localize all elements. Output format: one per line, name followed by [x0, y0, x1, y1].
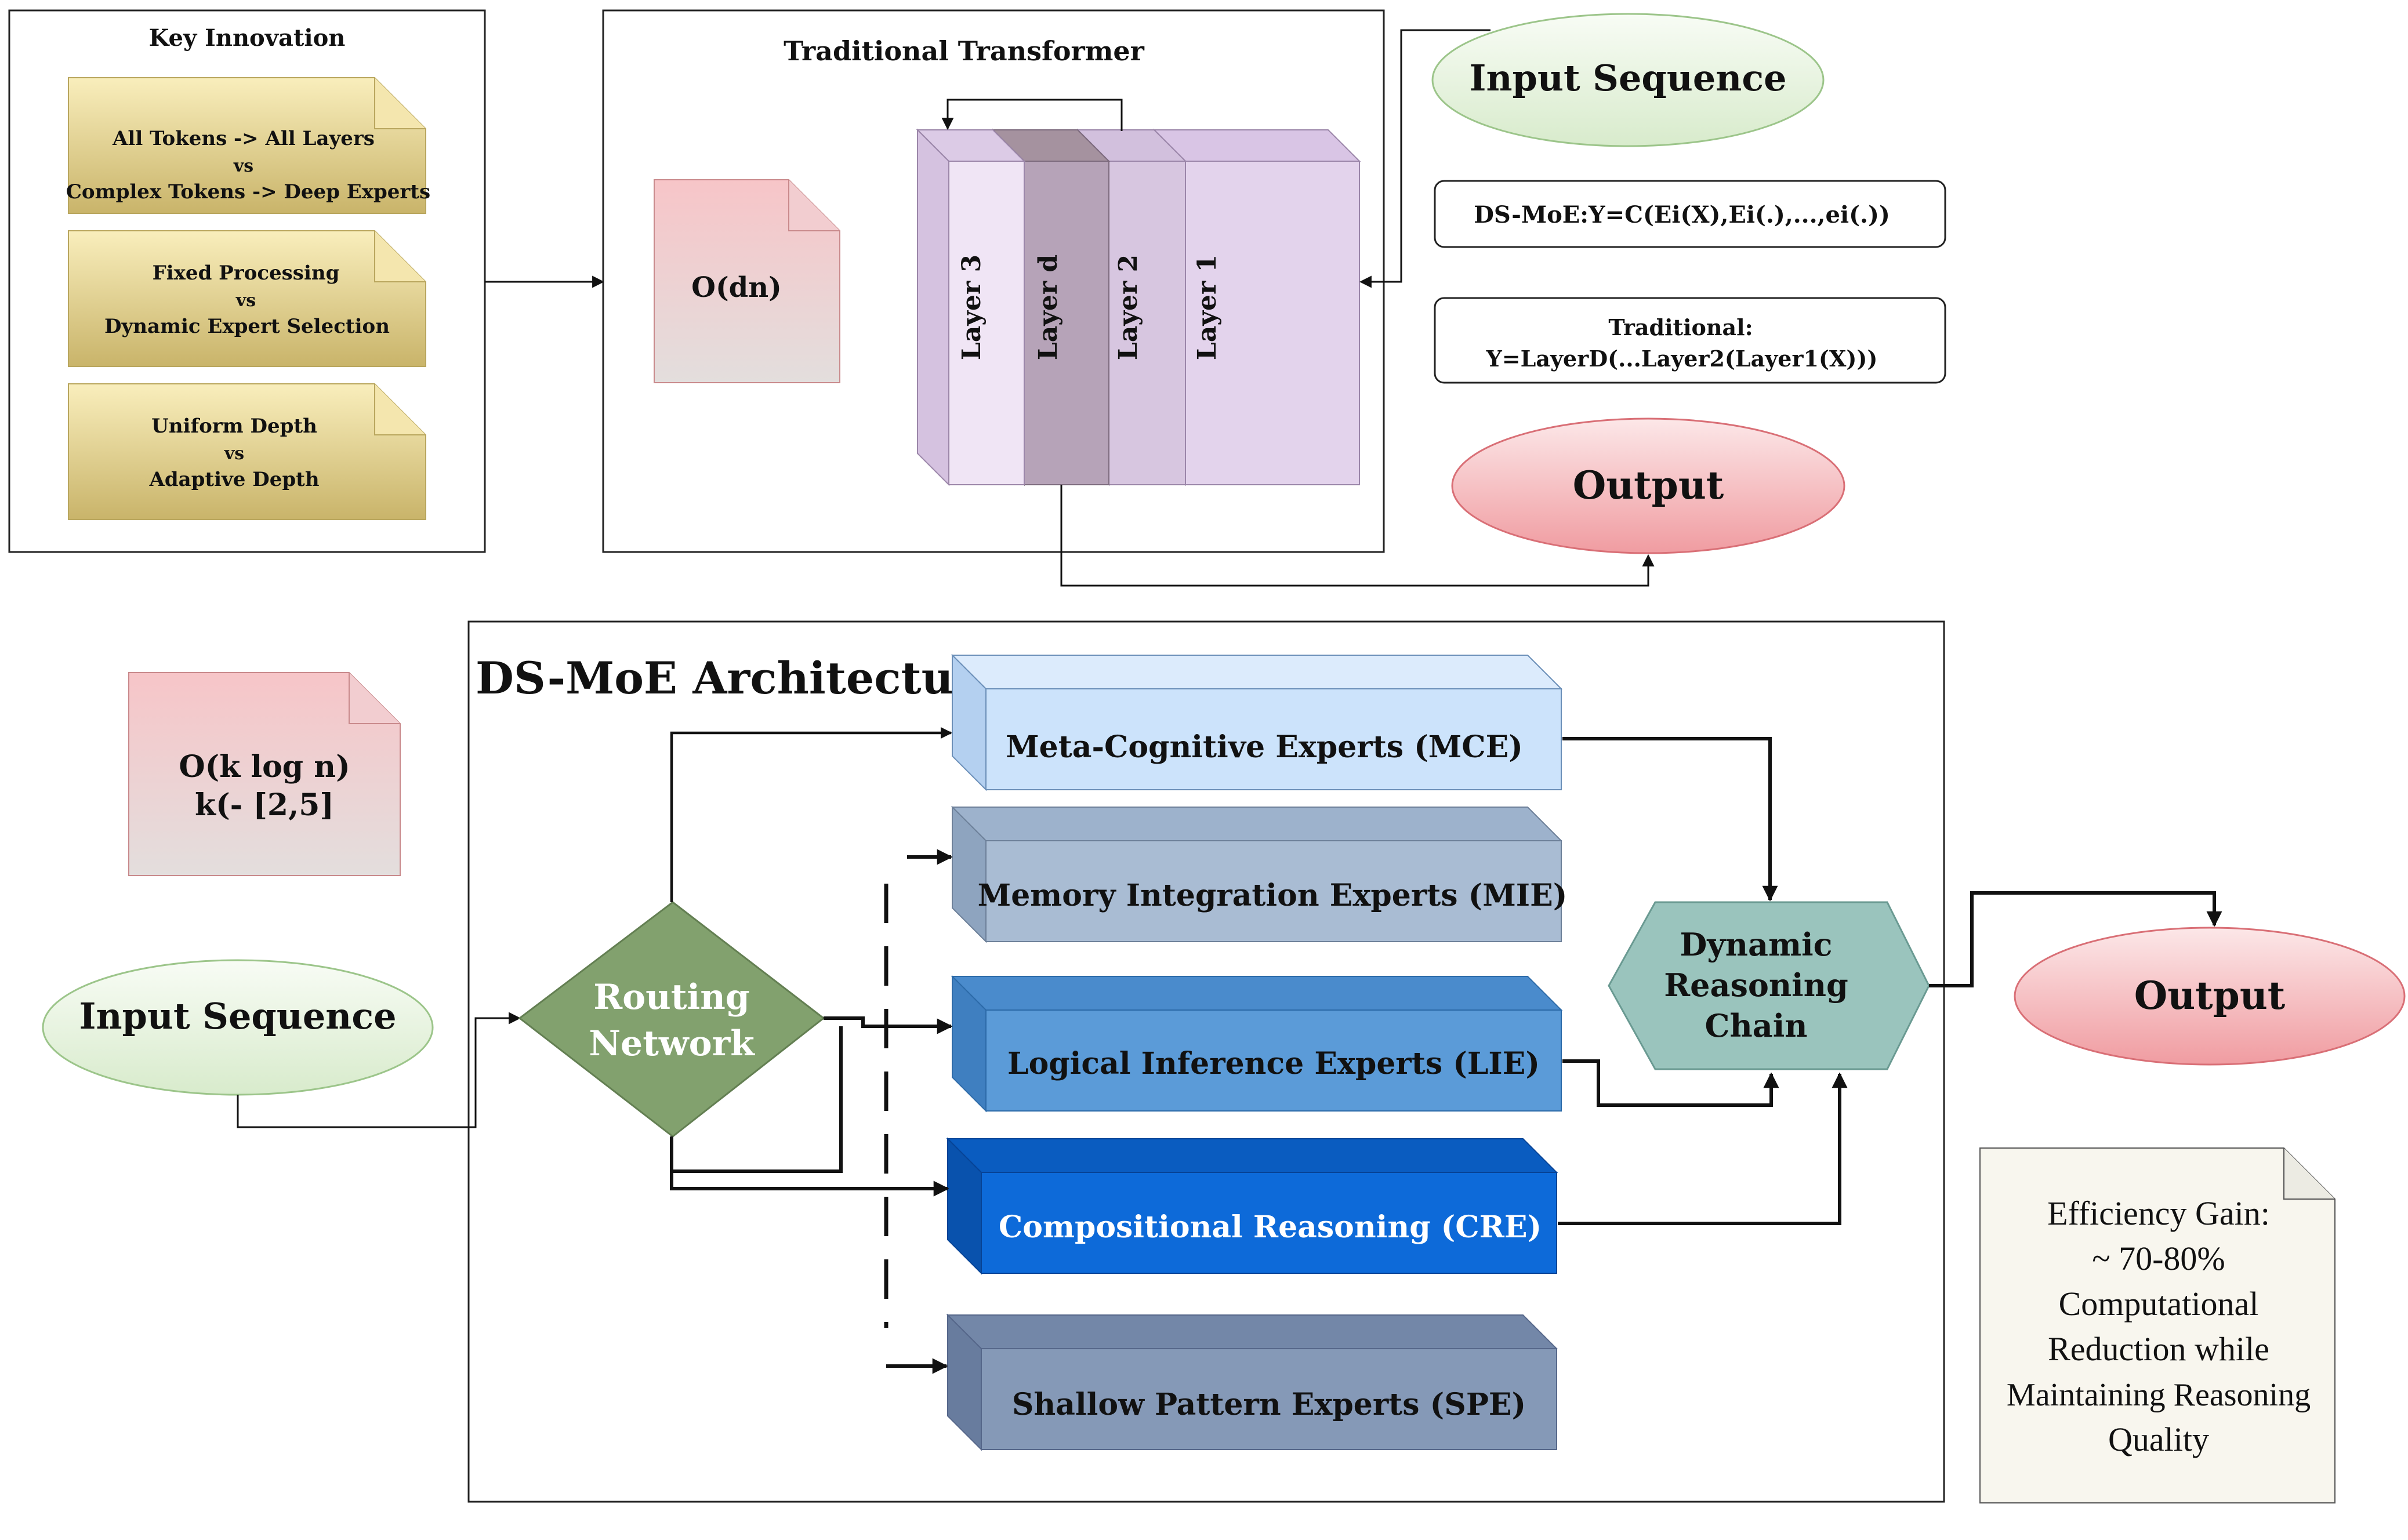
connector-chain-to-output [1929, 891, 2222, 987]
expert-lie-label: Logical Inference Experts (LIE) [1007, 1046, 1540, 1081]
connector-cre-to-chain [1558, 1072, 1848, 1225]
innovation-note-1-line-3: Complex Tokens -> Deep Experts [66, 180, 430, 204]
connector-input-to-layers [1359, 29, 1491, 288]
reasoning-chain-line-3: Chain [1705, 1007, 1807, 1044]
innovation-note-1-line-2: vs [233, 156, 253, 176]
dsmoe-input-sequence-label: Input Sequence [79, 995, 396, 1037]
dsmoe-complexity-line-1: O(k log n) [179, 749, 350, 784]
connector-lie-to-chain [1562, 1059, 1779, 1107]
key-innovation-title: Key Innovation [149, 24, 346, 52]
layer-feedback-arrow [941, 99, 1123, 131]
innovation-note-2-line-1: Fixed Processing [153, 261, 340, 285]
expert-spe: Shallow Pattern Experts (SPE) [946, 1313, 1558, 1451]
reasoning-chain-line-2: Reasoning [1664, 967, 1848, 1004]
efficiency-line-5: Maintaining Reasoning [2007, 1377, 2311, 1413]
efficiency-line-2: ~ 70-80% [2092, 1240, 2225, 1277]
connector-layers-to-output [1060, 485, 1655, 587]
expert-lie: Logical Inference Experts (LIE) [951, 975, 1563, 1113]
dsmoe-complexity-note: O(k log n) k(- [2,5] [128, 672, 401, 876]
traditional-complexity-note: O(dn) [654, 179, 840, 383]
dsmoe-panel [467, 620, 1945, 1503]
expert-mie-label: Memory Integration Experts (MIE) [978, 878, 1568, 913]
routing-network: Routing Network [518, 901, 825, 1138]
innovation-note-1-line-1: All Tokens -> All Layers [112, 127, 375, 150]
layer-d-label: Layer d [1033, 255, 1063, 360]
dsmoe-output: Output [2014, 927, 2406, 1066]
connector-router-to-mce [670, 727, 953, 902]
innovation-note-3-line-3: Adaptive Depth [148, 468, 319, 491]
traditional-complexity-label: O(dn) [691, 271, 782, 304]
top-output: Output [1451, 417, 1845, 554]
expert-cre-label: Compositional Reasoning (CRE) [999, 1210, 1542, 1245]
layer-3-block: Layer 3 [916, 128, 1026, 486]
layer-1-label: Layer 1 [1192, 255, 1222, 360]
innovation-note-2-line-3: Dynamic Expert Selection [104, 315, 390, 338]
innovation-note-3-line-1: Uniform Depth [151, 415, 317, 438]
connector-mce-to-chain [1562, 737, 1778, 902]
efficiency-line-3: Computational [2059, 1285, 2259, 1323]
top-input-sequence: Input Sequence [1431, 13, 1825, 147]
innovation-note-3-line-2: vs [224, 444, 244, 464]
dynamic-reasoning-chain: Dynamic Reasoning Chain [1608, 901, 1930, 1070]
efficiency-line-4: Reduction while [2048, 1330, 2269, 1368]
expert-mie: Memory Integration Experts (MIE) [951, 805, 1568, 943]
layer-3-label: Layer 3 [957, 255, 987, 360]
innovation-note-1: All Tokens -> All Layers vs Complex Toke… [66, 77, 430, 214]
reasoning-chain-line-1: Dynamic [1680, 926, 1833, 963]
key-innovation-panel: Key Innovation All Tokens -> All Layers … [8, 9, 486, 553]
traditional-transformer-title: Traditional Transformer [784, 35, 1145, 67]
traditional-transformer-panel: Traditional Transformer O(dn) Layer 1 La… [602, 9, 1385, 553]
expert-cre: Compositional Reasoning (CRE) [946, 1137, 1558, 1275]
formula-traditional-box: Traditional: Y=LayerD(...Layer2(Layer1(X… [1434, 297, 1946, 384]
dsmoe-output-label: Output [2134, 973, 2286, 1018]
connector-router-to-lie-lower [670, 1026, 843, 1173]
formula-traditional-line-2: Y=LayerD(...Layer2(Layer1(X))) [1486, 346, 1878, 372]
connector-router-to-lie [824, 1016, 953, 1034]
formula-dsmoe-box: DS-MoE:Y=C(Ei(X),Ei(.),...,ei(.)) [1434, 180, 1946, 248]
formula-dsmoe-text: DS-MoE:Y=C(Ei(X),Ei(.),...,ei(.)) [1474, 201, 1890, 228]
dsmoe-complexity-line-2: k(- [2,5] [195, 787, 334, 823]
routing-network-line-2: Network [589, 1023, 755, 1064]
efficiency-line-6: Quality [2108, 1421, 2209, 1458]
efficiency-note: Efficiency Gain: ~ 70-80% Computational … [1979, 1147, 2336, 1503]
top-input-sequence-label: Input Sequence [1469, 57, 1786, 99]
connector-input-to-router [237, 1012, 521, 1128]
connector-router-to-cre [670, 1171, 949, 1197]
innovation-note-2-line-2: vs [235, 290, 256, 311]
dsmoe-title: DS-MoE Architecture [476, 652, 1004, 704]
innovation-note-3: Uniform Depth vs Adaptive Depth [68, 383, 426, 520]
expert-mce-label: Meta-Cognitive Experts (MCE) [1006, 729, 1523, 765]
expert-spe-label: Shallow Pattern Experts (SPE) [1012, 1387, 1526, 1422]
expert-mce: Meta-Cognitive Experts (MCE) [951, 653, 1563, 791]
routing-network-line-1: Routing [593, 977, 750, 1018]
layer-2-label: Layer 2 [1114, 255, 1143, 360]
formula-traditional-line-1: Traditional: [1608, 314, 1753, 340]
dsmoe-input-sequence: Input Sequence [42, 959, 434, 1096]
efficiency-line-1: Efficiency Gain: [2047, 1194, 2270, 1232]
top-output-label: Output [1573, 463, 1724, 508]
innovation-note-2: Fixed Processing vs Dynamic Expert Selec… [68, 230, 426, 367]
